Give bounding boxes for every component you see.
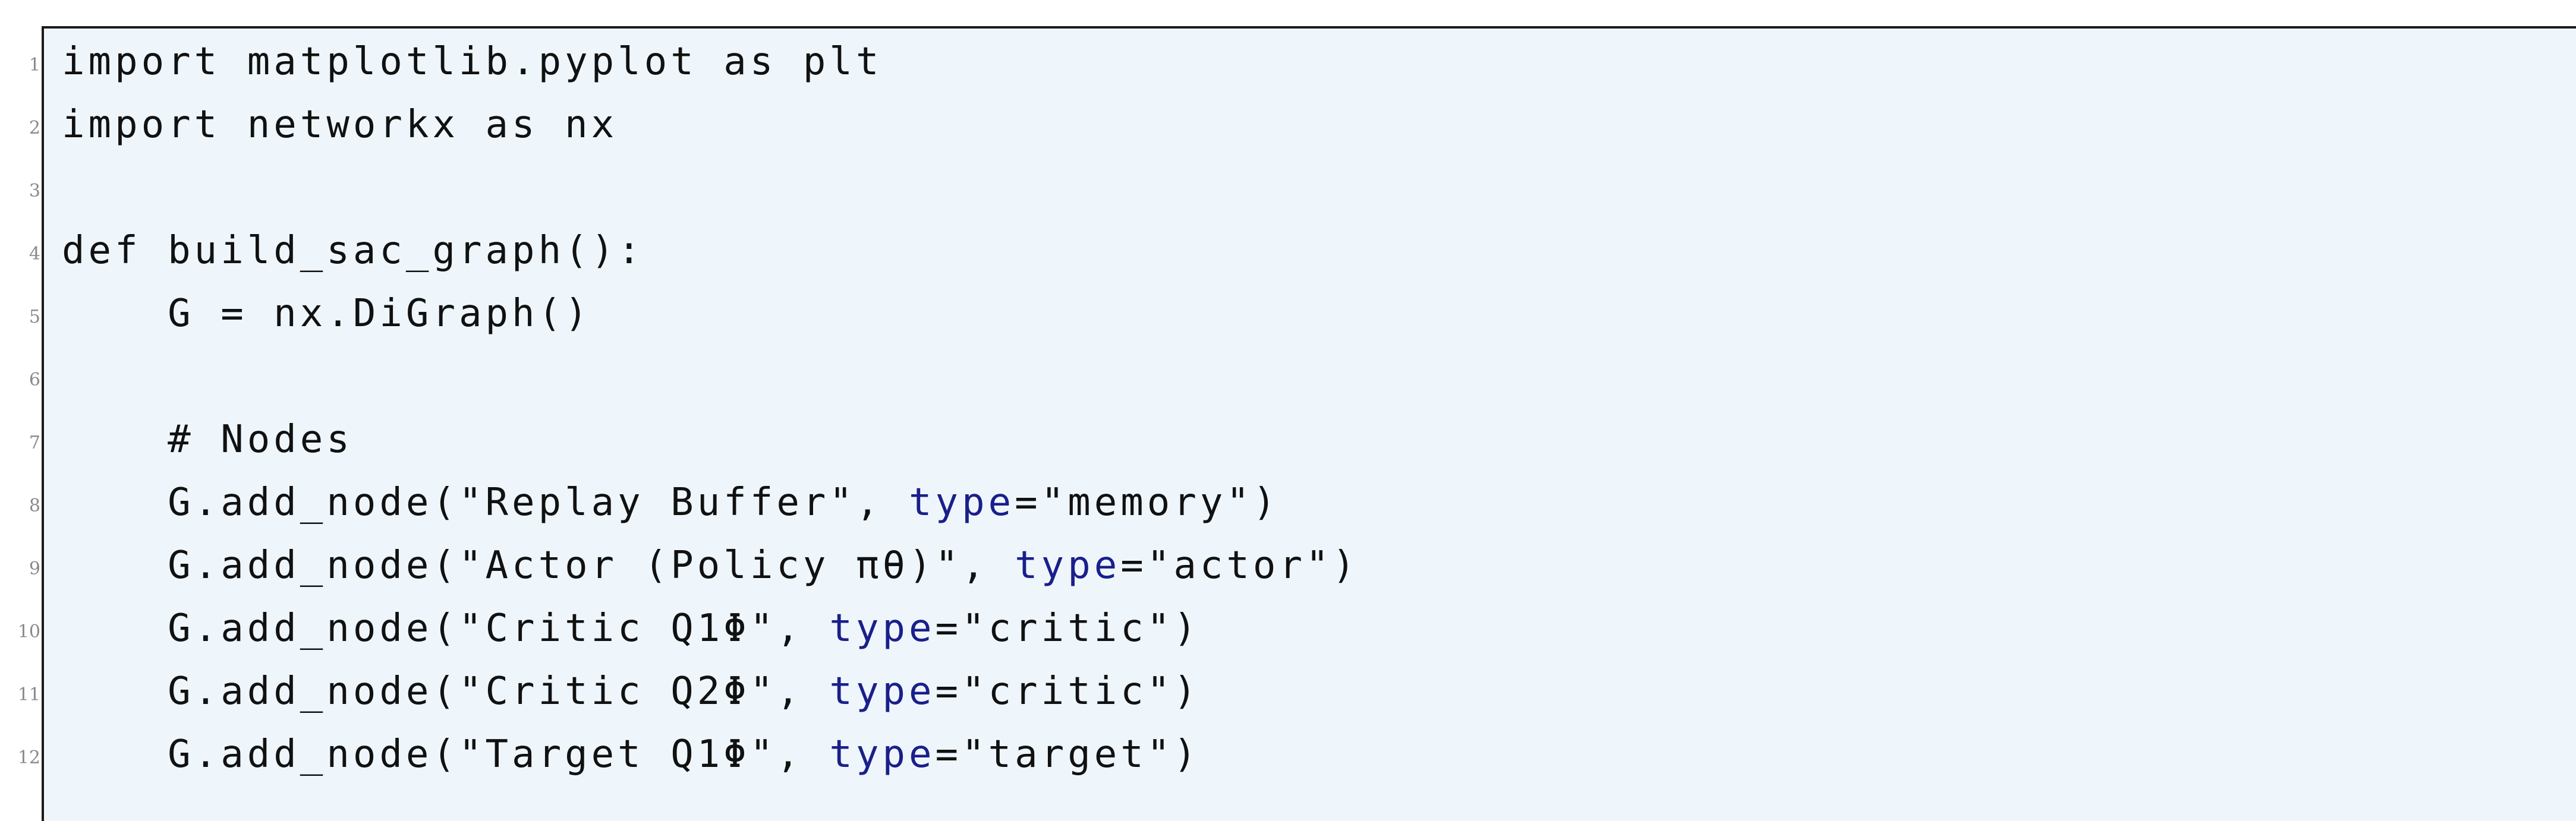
code-line: 6 bbox=[29, 343, 2576, 406]
code-listing: 1 import matplotlib.pyplot as plt 2 impo… bbox=[18, 26, 2576, 821]
line-number: 2 bbox=[29, 118, 40, 138]
line-number: 11 bbox=[17, 684, 40, 705]
line-number: 6 bbox=[29, 370, 40, 390]
line-number: 9 bbox=[29, 558, 40, 579]
line-number: 3 bbox=[29, 181, 40, 201]
line-number: 1 bbox=[29, 55, 40, 75]
line-number: 7 bbox=[29, 432, 40, 453]
code-text: G.add_node("Target Q1Φ", type="target") bbox=[62, 732, 1200, 776]
code-line: 1 import matplotlib.pyplot as plt bbox=[29, 29, 2576, 91]
code-line: 12 G.add_node("Target Q1Φ", type="target… bbox=[18, 721, 2576, 784]
code-text: G.add_node("Actor (Policy πθ)", type="ac… bbox=[62, 544, 1359, 588]
line-number: 12 bbox=[17, 747, 40, 768]
code-text: def build_sac_graph(): bbox=[62, 229, 644, 273]
code-line: 11 G.add_node("Critic Q2Φ", type="critic… bbox=[18, 658, 2576, 721]
code-line: 8 G.add_node("Replay Buffer", type="memo… bbox=[29, 469, 2576, 532]
code-text: G.add_node("Critic Q1Φ", type="critic") bbox=[62, 607, 1200, 651]
code-line: 5 G = nx.DiGraph() bbox=[29, 280, 2576, 343]
code-line: 2 import networkx as nx bbox=[29, 91, 2576, 154]
code-text: # Nodes bbox=[62, 418, 353, 462]
line-number: 8 bbox=[29, 495, 40, 516]
code-line: 4 def build_sac_graph(): bbox=[29, 217, 2576, 280]
code-text: G = nx.DiGraph() bbox=[62, 292, 591, 336]
code-text: import networkx as nx bbox=[62, 103, 618, 147]
code-line: 3 bbox=[29, 154, 2576, 217]
line-number: 4 bbox=[29, 244, 40, 264]
line-number: 5 bbox=[29, 307, 40, 327]
code-line: 10 G.add_node("Critic Q1Φ", type="critic… bbox=[18, 595, 2576, 658]
code-text: import matplotlib.pyplot as plt bbox=[62, 40, 883, 84]
code-text: G.add_node("Replay Buffer", type="memory… bbox=[62, 481, 1280, 525]
code-line: 7 # Nodes bbox=[29, 406, 2576, 469]
code-line: 9 G.add_node("Actor (Policy πθ)", type="… bbox=[29, 532, 2576, 595]
line-number: 10 bbox=[17, 621, 40, 642]
code-text: G.add_node("Critic Q2Φ", type="critic") bbox=[62, 670, 1200, 713]
